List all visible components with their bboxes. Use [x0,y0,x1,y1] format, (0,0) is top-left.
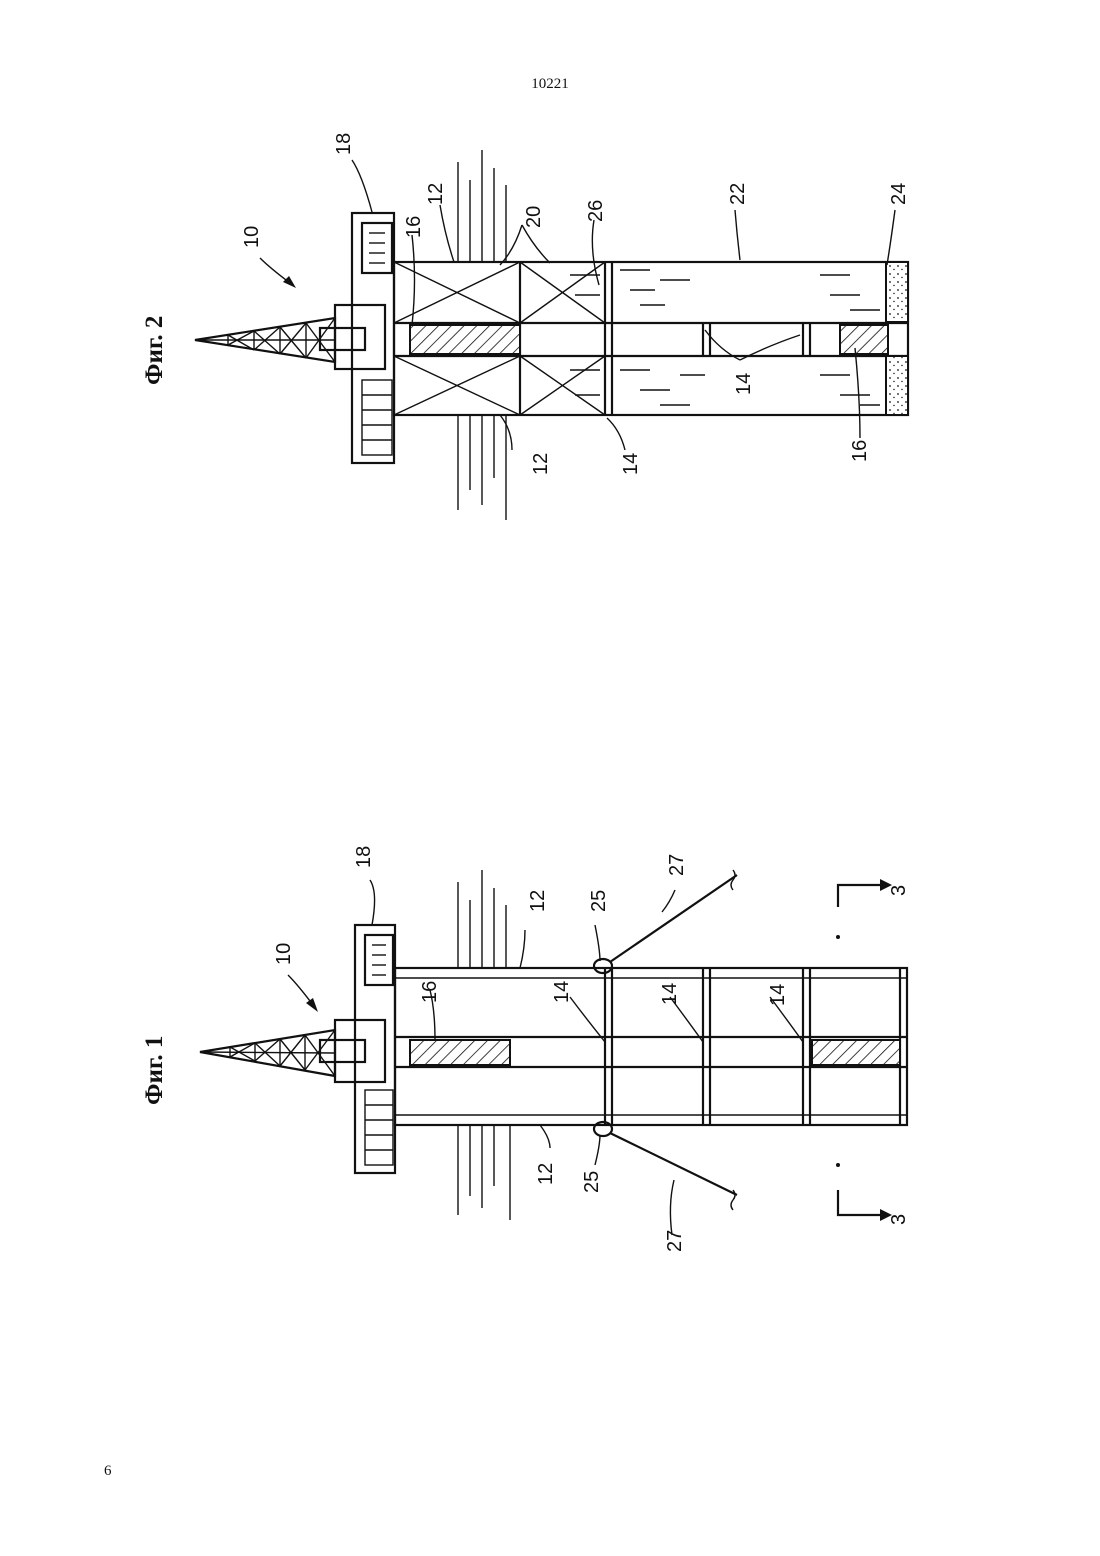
figure-1-ref-section-bottom: 3 [888,1214,910,1225]
figure-1-ref-fairlead-bottom: 25 [581,1171,603,1193]
figure-1-mooring-line-bottom [610,1133,737,1195]
figure-1-ref-mooring-top: 27 [666,854,688,876]
figure-2-sand-upper [886,262,908,322]
figure-1-ref-mooring-bottom: 27 [664,1230,686,1252]
figure-2-ref-bulkhead-a: 14 [620,453,642,475]
figure-1-ref-ballast: 16 [419,981,441,1003]
figure-1-ref-outer-wall-top: 12 [527,890,549,912]
figure-1-ref-deck-module: 18 [353,846,375,868]
figure-1-ref-outer-wall-bottom: 12 [535,1163,557,1185]
figure-2-ref-outer-wall-bottom: 12 [530,453,552,475]
figure-2-hull [394,262,908,415]
figure-2-ref-deck-module: 18 [333,133,355,155]
figure-1-ref-fairlead-top: 25 [588,890,610,912]
figure-2-ref-sand: 24 [888,183,910,205]
figure-2: Фиг. 2 [141,133,910,520]
figure-2-waterline-top [458,150,506,262]
figure-1-waterline-top [458,870,506,968]
figure-1: Фиг. 1 [141,846,910,1252]
figure-1-mooring-line-top [610,875,737,962]
figure-1-deck [355,925,395,1173]
figure-2-ref-ballast-bottom: 16 [849,440,871,462]
figure-2-ref-ballast-top: 16 [403,216,425,238]
figure-2-ref-brace: 20 [523,206,545,228]
figure-1-section-marker-top [836,879,892,939]
figure-2-ref-platform: 10 [241,226,263,248]
figure-1-fairlead-top [594,959,612,973]
figure-1-ref-section-top: 3 [888,885,910,896]
figure-1-derrick [200,1020,385,1082]
figure-2-sand-lower [886,356,908,415]
figure-2-caption: Фиг. 2 [141,316,168,385]
figure-2-waterline-bottom [458,415,506,520]
figure-2-ref-outer-wall-top: 12 [425,183,447,205]
figure-2-ballast-lower [840,325,888,354]
figure-1-hull [395,959,907,1136]
figure-2-deck [352,213,394,463]
figure-1-waterline-bottom [458,1125,510,1220]
figure-1-ref-platform: 10 [273,943,295,965]
figure-2-derrick [195,305,385,369]
figure-2-ballast-upper [410,325,520,354]
figure-2-ref-bulkhead-b: 14 [733,373,755,395]
figure-1-ref-bulkhead-a: 14 [551,981,573,1003]
figure-2-ref-compartment: 26 [585,200,607,222]
figure-1-ref-bulkhead-b: 14 [659,983,681,1005]
figure-1-ballast-lower [812,1040,900,1065]
figure-1-caption: Фиг. 1 [141,1036,168,1105]
figure-1-ballast-upper [410,1040,510,1065]
figure-2-ref-water-fill: 22 [727,183,749,205]
figure-1-ref-bulkhead-c: 14 [767,984,789,1006]
figure-1-section-marker-bottom [836,1163,892,1221]
